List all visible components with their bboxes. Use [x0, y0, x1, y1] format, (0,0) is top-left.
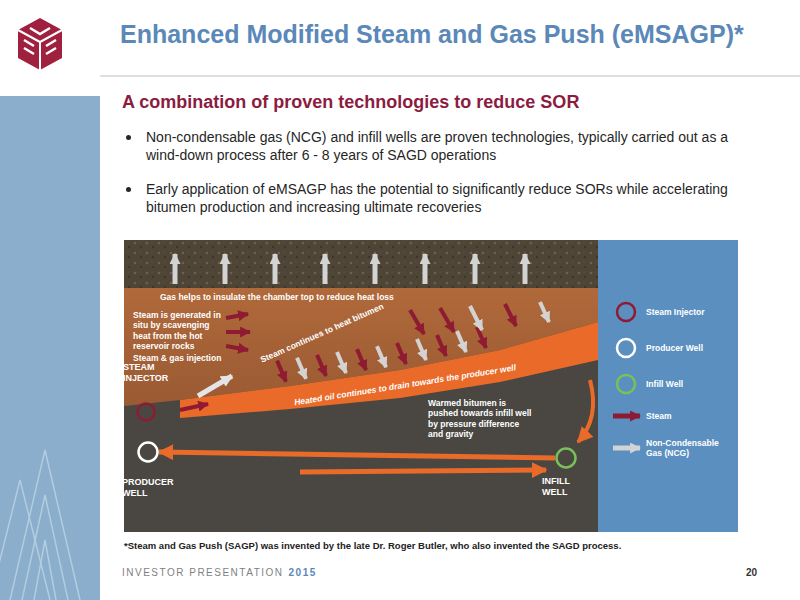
- reservoir-ground: [124, 240, 598, 532]
- ncg-arrow: [173, 254, 178, 284]
- side-bar-triangles: [0, 450, 80, 600]
- legend-text: Infill Well: [646, 379, 732, 389]
- ncg-arrow: [523, 254, 528, 284]
- illustration-note: Warmed bitumen is pushed towards infill …: [428, 398, 536, 439]
- ncg-arrow: [540, 302, 549, 322]
- steam-arrow: [226, 314, 248, 318]
- bullet-text: Non-condensable gas (NCG) and infill wel…: [146, 128, 746, 165]
- ncg-arrow: [323, 254, 328, 284]
- bullet-dot: [126, 187, 131, 192]
- legend-text: Non-Condensable Gas (NCG): [646, 438, 732, 459]
- ncg-arrow: [337, 352, 346, 373]
- well-node: STEAM INJECTOR: [136, 402, 156, 422]
- bitumen-flow-arrow: [300, 470, 546, 472]
- ncg-arrow: [273, 254, 278, 284]
- slide-title: Enhanced Modified Steam and Gas Push (eM…: [120, 20, 792, 49]
- well-node: INFILL WELL: [555, 447, 577, 469]
- footer-year: 2015: [289, 567, 317, 578]
- side-bar: [0, 96, 100, 600]
- steam-gas-arrow: [198, 376, 232, 396]
- logo-ground: [0, 0, 100, 96]
- steam-arrow: [226, 330, 250, 334]
- page-number: 20: [746, 567, 757, 578]
- well-label: PRODUCER WELL: [122, 477, 174, 499]
- well-circle: [555, 447, 577, 469]
- steam-arrow: [505, 304, 516, 326]
- title-rule: [100, 76, 800, 77]
- ncg-arrow: [473, 254, 478, 284]
- ncg-arrow: [297, 358, 306, 379]
- ncg-arrow: [423, 254, 428, 284]
- ncg-arrow: [470, 306, 482, 330]
- well-label: STEAM INJECTOR: [123, 362, 173, 384]
- legend-symbol: [617, 375, 635, 393]
- steam-arrow: [440, 308, 454, 332]
- legend-symbol: [613, 414, 640, 419]
- steam-arrow: [277, 361, 286, 382]
- heated-oil-band: [180, 322, 598, 418]
- ncg-arrow: [417, 339, 426, 360]
- footnote: *Steam and Gas Push (SAGP) was invented …: [124, 540, 621, 551]
- subtitle: A combination of proven technologies to …: [122, 92, 579, 113]
- legend-panel: [598, 240, 738, 532]
- ncg-arrow: [223, 254, 228, 284]
- steam-arrow: [410, 310, 424, 334]
- company-logo: [18, 18, 62, 70]
- steam-arrow: [180, 404, 208, 410]
- well-circle: [136, 402, 156, 422]
- bullet-dot: [126, 135, 131, 140]
- legend-symbol: [617, 339, 635, 357]
- flow-arrow: [159, 452, 555, 458]
- legend-symbol: [613, 446, 640, 451]
- bullet-text: Early application of eMSAGP has the pote…: [146, 180, 746, 217]
- legend-text: Steam: [646, 411, 732, 421]
- caprock-band: [124, 240, 598, 290]
- well-label: INFILL WELL: [542, 476, 584, 498]
- ncg-arrow: [373, 254, 378, 284]
- footer-text: INVESTOR PRESENTATION: [122, 567, 284, 578]
- legend-symbol: [617, 303, 635, 321]
- illustration-note: Steam continues to heat bitumen: [259, 301, 385, 365]
- ncg-arrow: [457, 331, 466, 352]
- illustration-note: Steam is generated in situ by scavenging…: [133, 310, 223, 351]
- steam-arrow: [317, 355, 326, 376]
- well-node: PRODUCER WELL: [137, 441, 159, 463]
- well-circle: [137, 441, 159, 463]
- illustration-note: Gas helps to insulate the chamber top to…: [160, 292, 394, 302]
- legend-text: Steam Injector: [646, 307, 732, 317]
- ncg-arrow: [377, 346, 386, 367]
- steam-arrow: [437, 335, 446, 356]
- steam-arrow: [397, 343, 406, 364]
- steam-arrow: [357, 349, 366, 370]
- legend-text: Producer Well: [646, 343, 732, 353]
- bitumen-flow-arrow: [578, 380, 593, 442]
- reservoir-illustration: [124, 240, 738, 532]
- steam-arrow: [226, 346, 248, 350]
- illustration-note: Steam & gas injection: [133, 353, 221, 363]
